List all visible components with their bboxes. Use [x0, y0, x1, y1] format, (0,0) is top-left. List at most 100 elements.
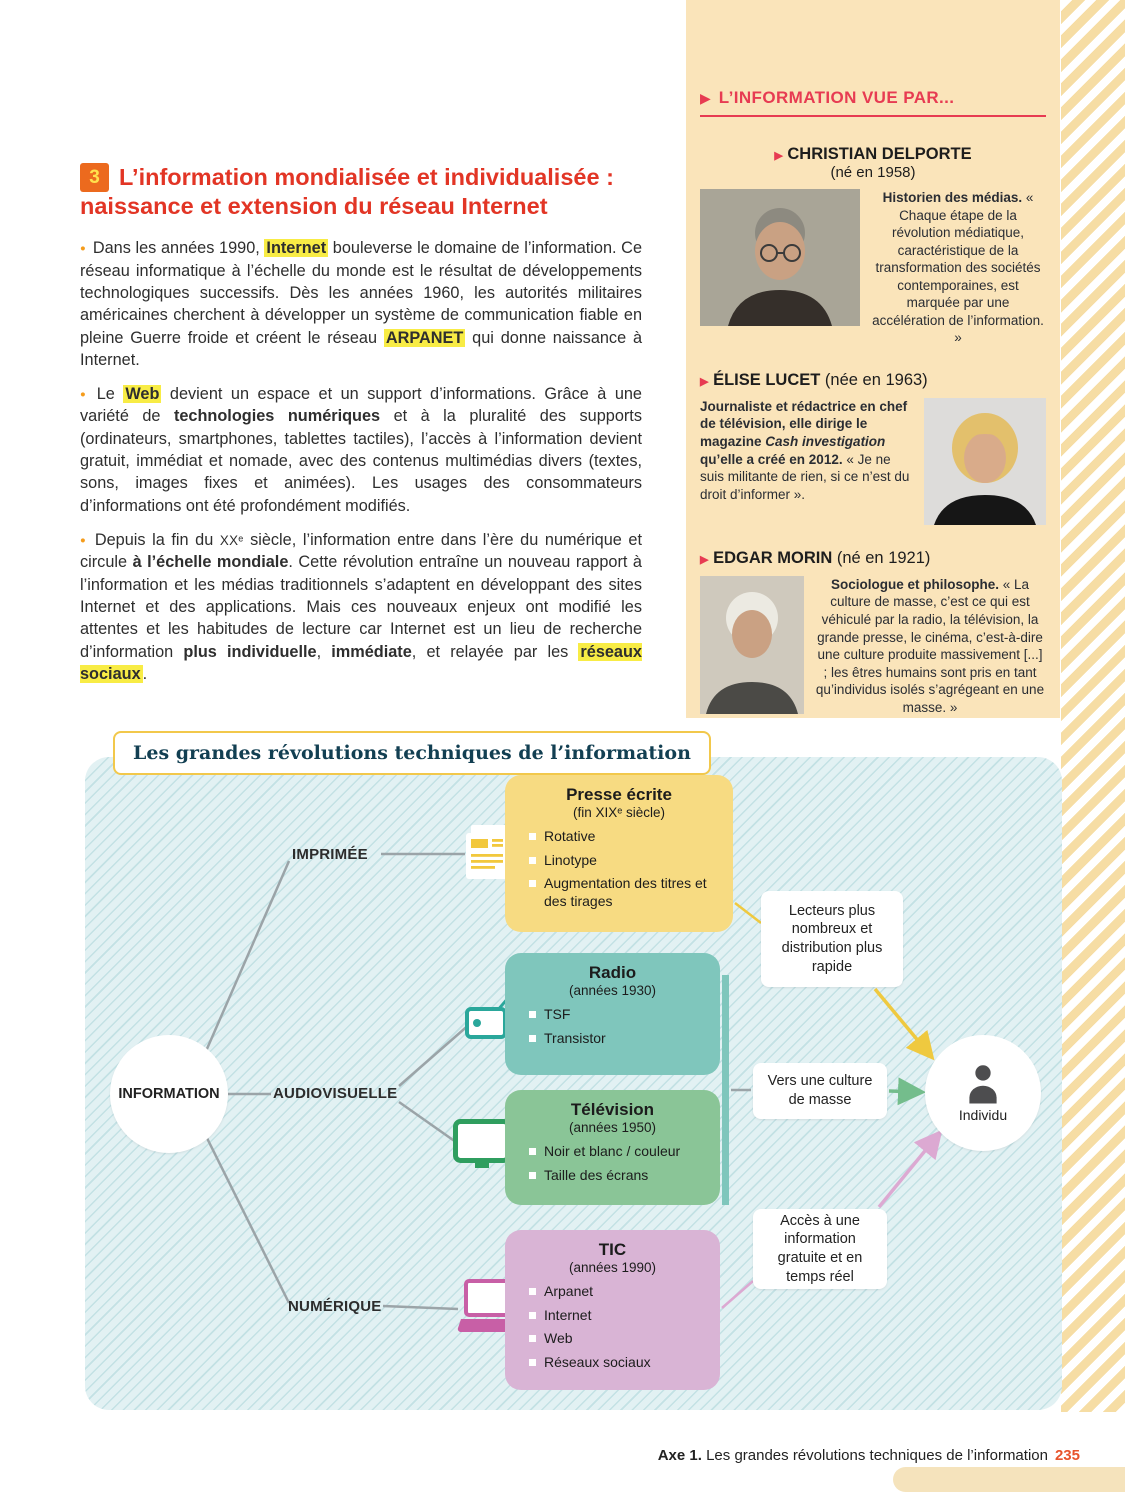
list-item: Transistor [529, 1030, 708, 1048]
list-item-text: TSF [544, 1006, 571, 1022]
elise-lucet-photo [924, 397, 1046, 525]
box-title: TIC [598, 1240, 627, 1259]
square-bullet-icon [529, 1311, 536, 1319]
christian-delporte-photo [700, 189, 860, 326]
television-icon [453, 1119, 511, 1176]
branch-imprimee: IMPRIMÉE [292, 846, 368, 863]
square-bullet-icon [529, 880, 536, 887]
list-item: Web [529, 1330, 708, 1348]
list-item-text: Noir et blanc / couleur [544, 1143, 681, 1159]
profile-name-row: ▶ ÉLISE LUCET (née en 1963) [700, 371, 1046, 390]
portrait-placeholder [700, 189, 860, 326]
box-subtitle: (années 1950) [568, 1120, 657, 1135]
list-item: Taille des écrans [529, 1167, 708, 1185]
node-information: INFORMATION [110, 1035, 228, 1153]
diagram-revolutions-techniques: INFORMATION IMPRIMÉE AUDIOVISUELLE NUMÉR… [85, 757, 1062, 1410]
list-item-text: Internet [544, 1306, 592, 1323]
box-subtitle: (années 1930) [568, 983, 657, 998]
box-subtitle: (années 1990) [568, 1260, 657, 1275]
box-title: Radio [588, 963, 637, 982]
outcome-acces-information: Accès à une information gratuite et en t… [753, 1209, 887, 1289]
paragraph-internet: Dans les années 1990, Internet boulevers… [80, 237, 642, 371]
list-item-text: Réseaux sociaux [544, 1353, 651, 1370]
footer-caption: Les grandes révolutions techniques de l’… [701, 1447, 1048, 1464]
box-title: Presse écrite [566, 785, 672, 804]
triangle-icon: ▶ [774, 150, 783, 162]
profile-row: Journaliste et rédactrice en chef de tél… [700, 397, 1046, 525]
decorative-bottom-bar [893, 1467, 1125, 1492]
square-bullet-icon [529, 1358, 536, 1366]
edgar-morin-photo [700, 575, 804, 714]
list-item-text: Augmentation des titres et des tirages [544, 875, 707, 909]
list-item-text: Transistor [544, 1029, 606, 1046]
box-items: Arpanet Internet Web Réseaux sociaux [517, 1283, 708, 1371]
individu-label: Individu [958, 1106, 1008, 1123]
square-bullet-icon [529, 1034, 536, 1042]
triangle-icon: ▶ [700, 553, 709, 566]
outcome-lecteurs: Lecteurs plus nombreux et distribution p… [761, 891, 903, 987]
list-item-text: Rotative [544, 828, 596, 844]
branch-numerique: NUMÉRIQUE [288, 1298, 382, 1315]
box-presse-ecrite: Presse écrite (fin XIXᵉ siècle) Rotative… [505, 775, 733, 932]
main-column: 3 L’information mondialisée et individual… [80, 163, 642, 697]
node-individu: Individu [925, 1035, 1041, 1151]
portrait-placeholder [924, 397, 1046, 525]
list-item-text: Taille des écrans [544, 1166, 649, 1183]
decorative-stripe-band [1061, 0, 1125, 1412]
diagram-connectors [201, 852, 943, 1311]
branch-audiovisuelle: AUDIOVISUELLE [273, 1085, 398, 1102]
list-item-text: Linotype [544, 851, 597, 868]
outcome-culture-de-masse: Vers une culture de masse [753, 1063, 887, 1119]
box-title: Télévision [570, 1100, 655, 1119]
printed-press-icon [465, 823, 513, 886]
box-items: Noir et blanc / couleur Taille des écran… [517, 1143, 708, 1184]
profile-dates: (née en 1963) [824, 370, 928, 389]
box-subtitle: (fin XIXᵉ siècle) [572, 805, 666, 820]
page-footer: Axe 1. Les grandes révolutions technique… [658, 1447, 1080, 1464]
triangle-icon: ▶ [700, 90, 711, 106]
box-items: TSF Transistor [517, 1006, 708, 1047]
section-number-badge: 3 [80, 163, 109, 192]
list-item: Noir et blanc / couleur [529, 1143, 708, 1161]
portrait-placeholder [700, 575, 804, 714]
list-item: Arpanet [529, 1283, 708, 1301]
profile-row: Sociologue et philosophe. « La culture d… [700, 575, 1046, 716]
list-item-text: Web [544, 1330, 573, 1346]
diagram-title-box: Les grandes révolutions techniques de l’… [113, 731, 711, 775]
square-bullet-icon [529, 833, 536, 840]
page-number: 235 [1054, 1447, 1080, 1464]
square-bullet-icon [529, 1171, 536, 1179]
list-item-text: Arpanet [544, 1283, 594, 1299]
square-bullet-icon [529, 1011, 536, 1018]
profile-name: EDGAR MORIN [713, 548, 833, 567]
list-item: Augmentation des titres et des tirages [529, 875, 721, 910]
footer-axe: Axe 1. [657, 1447, 702, 1464]
person-icon [969, 1064, 997, 1104]
section-heading: 3 L’information mondialisée et individual… [80, 163, 642, 221]
list-item: Réseaux sociaux [529, 1354, 708, 1372]
profile-edgar-morin: ▶ EDGAR MORIN (né en 1921) Sociologue et… [700, 549, 1046, 716]
square-bullet-icon [529, 856, 536, 864]
section-title-line2: naissance et extension du réseau Interne… [80, 193, 548, 220]
profile-dates: (né en 1958) [830, 164, 916, 181]
list-item: Internet [529, 1307, 708, 1325]
profile-dates: (né en 1921) [836, 548, 931, 567]
list-item: Rotative [529, 828, 721, 846]
section-title-line1: L’information mondialisée et individuali… [119, 164, 614, 190]
profile-name: ÉLISE LUCET [713, 370, 821, 389]
sidebar-information-vue-par: ▶ L’INFORMATION VUE PAR... ▶ CHRISTIAN D… [686, 0, 1060, 718]
profile-christian-delporte: ▶ CHRISTIAN DELPORTE (né en 1958) [700, 145, 1046, 347]
triangle-icon: ▶ [700, 375, 709, 388]
profile-name: CHRISTIAN DELPORTE [787, 145, 972, 163]
square-bullet-icon [529, 1335, 536, 1342]
profile-quote: Sociologue et philosophe. « La culture d… [815, 576, 1045, 715]
paragraph-numerique: Depuis la fin du xxᵉ siècle, l’informati… [80, 529, 642, 685]
profile-row: Historien des médias. « Chaque étape de … [700, 189, 1046, 347]
profile-name-row: ▶ EDGAR MORIN (né en 1921) [700, 549, 1046, 568]
box-items: Rotative Linotype Augmentation des titre… [517, 828, 721, 910]
paragraph-web: Le Web devient un espace et un support d… [80, 383, 642, 517]
box-radio: Radio (années 1930) TSF Transistor [505, 953, 720, 1075]
square-bullet-icon [529, 1148, 536, 1155]
sidebar-header: ▶ L’INFORMATION VUE PAR... [700, 88, 1046, 117]
